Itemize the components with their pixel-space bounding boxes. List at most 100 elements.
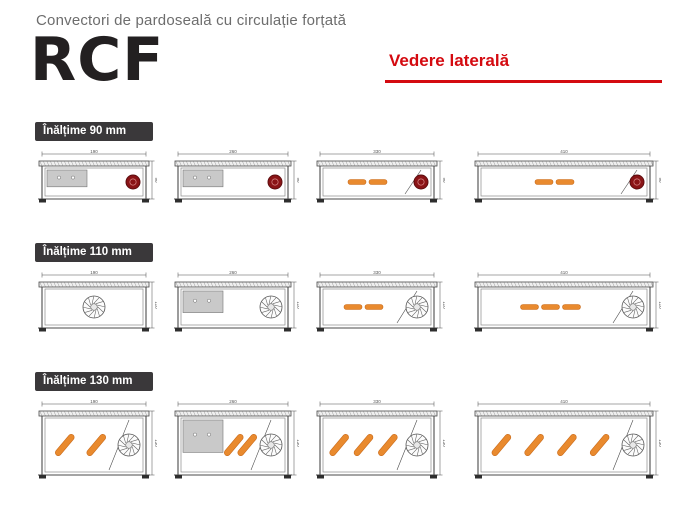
heating-element [237, 434, 257, 456]
left-foot [475, 199, 482, 203]
heating-element [343, 304, 363, 310]
heating-element [589, 434, 610, 456]
right-foot [646, 199, 653, 203]
heating-element [541, 304, 560, 310]
heating-element [353, 434, 374, 456]
right-foot [284, 328, 291, 332]
right-foot [284, 475, 291, 479]
convector-diagram-svg: 260 110 [174, 270, 301, 332]
left-foot [39, 475, 46, 479]
view-label-block: Vedere laterală [385, 51, 662, 83]
tangential-fan [125, 174, 141, 190]
heating-element [524, 434, 544, 456]
height-dimension-label: 90 [658, 177, 661, 183]
right-foot [646, 328, 653, 332]
right-foot [430, 199, 437, 203]
right-foot [284, 199, 291, 203]
grille-lid [474, 160, 654, 167]
section-header-badge: Înălțime 90 mm [35, 122, 153, 141]
width-dimension-label: 260 [229, 399, 237, 404]
convector-side-view: 190 90 [35, 148, 159, 206]
heating-element [520, 304, 539, 310]
right-foot [142, 328, 149, 332]
left-foot [175, 199, 182, 203]
right-foot [430, 328, 437, 332]
width-dimension-label: 260 [229, 270, 237, 275]
heating-element [491, 434, 512, 456]
section-header-badge: Înălțime 130 mm [35, 372, 153, 391]
section-header-badge: Înălțime 110 mm [35, 243, 153, 262]
height-dimension-label: 90 [154, 177, 157, 183]
heating-element [55, 434, 75, 456]
left-foot [175, 475, 182, 479]
heating-element [86, 434, 106, 456]
right-foot [142, 199, 149, 203]
convector-side-view: 260 110 [171, 269, 301, 335]
width-dimension-label: 330 [373, 270, 381, 275]
width-dimension-label: 260 [229, 149, 237, 154]
left-foot [475, 328, 482, 332]
right-foot [430, 475, 437, 479]
heating-element [347, 179, 367, 185]
height-dimension-label: 110 [658, 301, 661, 309]
convector-diagram-svg: 330 110 [316, 270, 447, 332]
heating-element [555, 179, 575, 185]
height-dimension-label: 130 [658, 439, 661, 447]
heating-element [364, 304, 384, 310]
heating-element [368, 179, 388, 185]
heating-element [378, 434, 398, 456]
product-code-title: RCF [30, 25, 165, 95]
grille-lid [38, 160, 150, 167]
tangential-fan [413, 174, 429, 190]
width-dimension-label: 410 [560, 270, 568, 275]
page-subtitle: Convectori de pardoseală cu circulație f… [36, 12, 347, 29]
height-dimension-label: 90 [442, 177, 445, 183]
height-dimension-label: 130 [296, 439, 299, 447]
height-dimension-label: 130 [154, 439, 157, 447]
red-underline [385, 80, 662, 83]
convector-side-view: 260 130 [171, 398, 301, 482]
valve-panel [182, 290, 224, 313]
grille-lid [316, 281, 438, 288]
width-dimension-label: 190 [90, 149, 98, 154]
deflector-line [620, 169, 638, 195]
page-header: RCF Vedere laterală [30, 29, 700, 107]
left-foot [317, 328, 324, 332]
convector-diagram-svg: 260 130 [174, 399, 301, 479]
grille-lid [316, 160, 438, 167]
grille-lid [316, 410, 438, 417]
right-foot [646, 475, 653, 479]
valve-panel [182, 419, 224, 453]
left-foot [475, 475, 482, 479]
convector-side-view: 410 90 [471, 148, 663, 206]
width-dimension-label: 190 [90, 270, 98, 275]
grille-lid [474, 410, 654, 417]
grille-lid [38, 410, 150, 417]
right-foot [142, 475, 149, 479]
heating-element [557, 434, 577, 456]
convector-side-view: 330 110 [313, 269, 447, 335]
width-dimension-label: 330 [373, 149, 381, 154]
convector-diagram-svg: 190 90 [38, 149, 159, 203]
height-dimension-label: 110 [442, 301, 445, 309]
convector-diagram-svg: 410 110 [474, 270, 663, 332]
height-dimension-label: 110 [296, 301, 299, 309]
width-dimension-label: 410 [560, 149, 568, 154]
tangential-fan [629, 174, 645, 190]
